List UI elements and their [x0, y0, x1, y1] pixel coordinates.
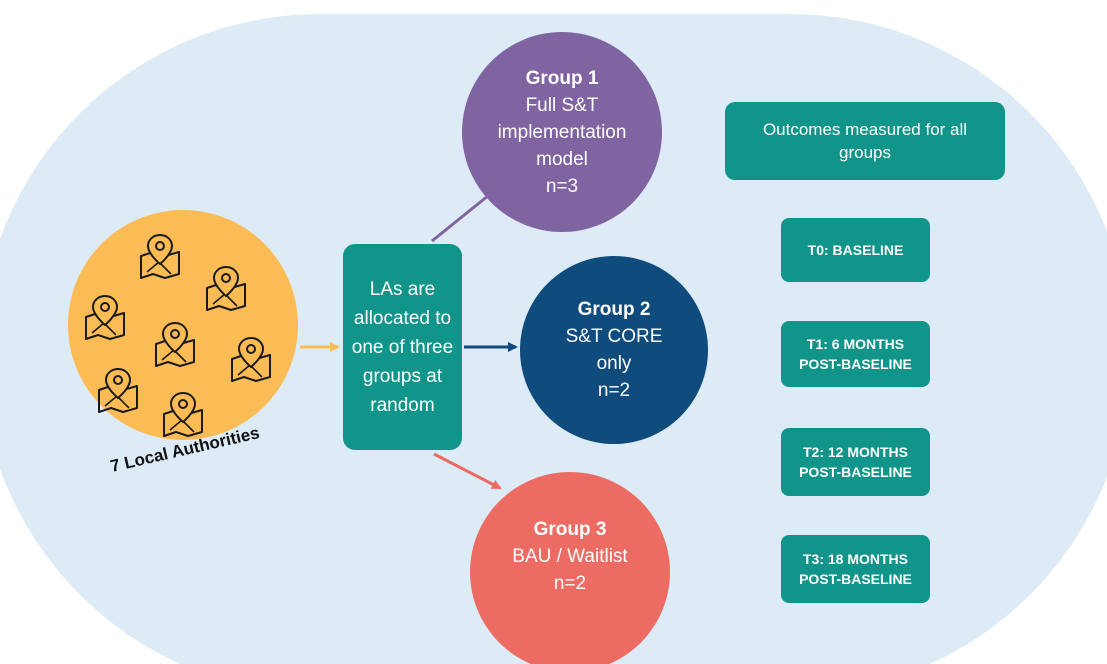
timepoint-t1: T1: 6 MONTHS POST-BASELINE — [781, 321, 930, 387]
map-pin-icon — [160, 390, 206, 438]
map-pin-icon — [95, 366, 141, 414]
group-2-description: S&T CORE only — [565, 326, 663, 374]
group-2-circle: Group 2 S&T CORE only n=2 — [520, 256, 708, 444]
timepoint-t0: T0: BASELINE — [781, 218, 930, 282]
group-3-title: Group 3 — [533, 519, 607, 540]
group-3-circle: Group 3 BAU / Waitlist n=2 — [470, 472, 670, 664]
group-3-description: BAU / Waitlist — [512, 546, 628, 567]
group-3-count: n=2 — [553, 573, 587, 594]
group-1-title: Group 1 — [525, 67, 599, 89]
map-pin-icon — [152, 320, 198, 368]
map-pin-icon — [82, 293, 128, 341]
arrow-to-group-1 — [431, 189, 496, 243]
arrow-to-group-3 — [433, 452, 502, 490]
map-pin-icon — [228, 335, 274, 383]
outcomes-box: Outcomes measured for all groups — [725, 102, 1005, 180]
group-2-title: Group 2 — [577, 299, 651, 320]
timepoint-t2: T2: 12 MONTHS POST-BASELINE — [781, 428, 930, 496]
group-1-description: Full S&T implementation model — [497, 94, 627, 170]
map-pin-icon — [203, 264, 249, 312]
group-1-count: n=3 — [545, 175, 579, 197]
allocation-box: LAs are allocated to one of three groups… — [343, 244, 462, 450]
group-2-count: n=2 — [597, 380, 631, 401]
timepoint-t3: T3: 18 MONTHS POST-BASELINE — [781, 535, 930, 603]
map-pin-icon — [137, 232, 183, 280]
group-1-circle: Group 1 Full S&T implementation model n=… — [462, 32, 662, 232]
